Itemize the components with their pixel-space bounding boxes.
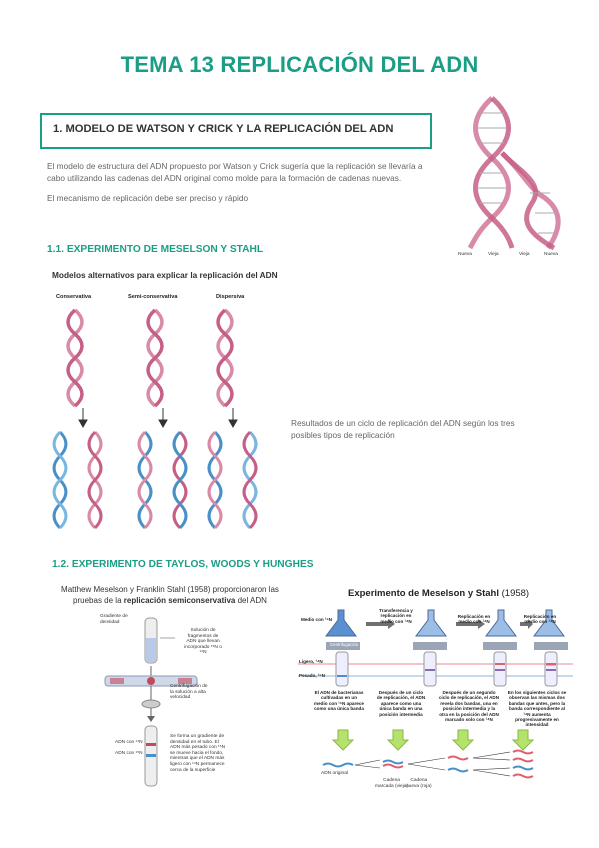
helix-label-nueva-1: Nueva (458, 252, 472, 257)
replication-models-figure (52, 308, 258, 530)
adn-15n-label: ADN con ¹⁵N (115, 751, 143, 756)
meselson-stahl-experiment-figure (298, 609, 573, 779)
parent-helix-conservativa (66, 308, 84, 408)
model-conservativa-label: Conservativa (56, 294, 92, 300)
helix-left (467, 96, 515, 250)
gradiente-label: Gradiente de densidad (100, 614, 128, 625)
desc-band-2: Después de un ciclo de replicación, el A… (376, 690, 426, 717)
results-description: Resultados de un ciclo de replicación de… (291, 418, 515, 440)
parent-helix-semiconservativa (146, 308, 164, 408)
models-caption: Modelos alternativos para explicar la re… (52, 270, 278, 280)
section-1-title: 1. MODELO DE WATSON Y CRICK Y LA REPLICA… (53, 123, 394, 135)
parent-helix-dispersiva (216, 308, 234, 408)
centrifuge-figure (104, 617, 198, 787)
model-semiconservativa-label: Semi-conservativa (128, 294, 178, 300)
page-title: TEMA 13 REPLICACIÓN DEL ADN (120, 52, 479, 77)
transfer-label: Transferencia y replicación en medio con… (379, 608, 413, 624)
replication-1-label: Replicación en medio con ¹⁴N (457, 614, 491, 625)
section-1-1-title: 1.1. EXPERIMENTO DE MESELSON Y STAHL (47, 244, 264, 255)
pesado-label: Pesado, ¹⁵N (299, 673, 325, 678)
gradiente-formation-label: Se forma un gradiente de densidad en el … (170, 734, 226, 773)
section-1-paragraph: El modelo de estructura del ADN propuest… (47, 161, 423, 183)
adn-14n-label: ADN con ¹⁴N (115, 740, 143, 745)
section-1-box (40, 113, 432, 149)
adn-original-label: ADN original (321, 771, 348, 776)
desc-band-4: En los siguientes ciclos se observan las… (507, 690, 567, 728)
flasks (325, 609, 565, 637)
helix-label-nueva-2: Nueva (544, 252, 558, 257)
centrifugation-label: Centrifugación (330, 642, 359, 647)
desc-band-3: Después de un segundo ciclo de replicaci… (438, 690, 500, 723)
ligero-label: Ligero, ¹⁴N (299, 659, 323, 664)
cadena-vieja-label: Cadena marcada (vieja) (375, 778, 409, 789)
section-1-paragraph-2: El mecanismo de replicación debe ser pre… (47, 193, 249, 203)
meselson-stahl-caption: Matthew Meselson y Franklin Stahl (1958)… (61, 585, 279, 605)
cadena-nueva-label: Cadena nueva (roja) (406, 778, 432, 789)
double-helix-illustration (467, 96, 561, 251)
daughter-dispersiva (207, 430, 258, 530)
helix-right (500, 151, 561, 251)
replication-2-label: Replicación en medio con ¹⁴N (523, 614, 557, 625)
medio-15n-label: Medio con ¹⁵N (301, 617, 332, 622)
arrows (78, 408, 238, 429)
section-1-2-title: 1.2. EXPERIMENTO DE TAYLOS, WOODS Y HUNG… (52, 559, 314, 570)
daughter-semiconservativa (137, 430, 188, 530)
centrifugacion-label: Centrifugación de la solución a alta vel… (170, 684, 208, 701)
model-dispersiva-label: Dispersiva (216, 294, 245, 300)
desc-band-1: El ADN de bacterianas cultivadas en un m… (314, 690, 364, 712)
helix-label-vieja-1: Vieja (488, 252, 499, 257)
daughter-conservativa (52, 430, 103, 530)
solucion-label: Solución de fragmentos de ADN que llevan… (184, 628, 222, 656)
helix-label-vieja-2: Vieja (519, 252, 530, 257)
right-figure-title: Experimento de Meselson y Stahl (1958) (348, 588, 530, 599)
